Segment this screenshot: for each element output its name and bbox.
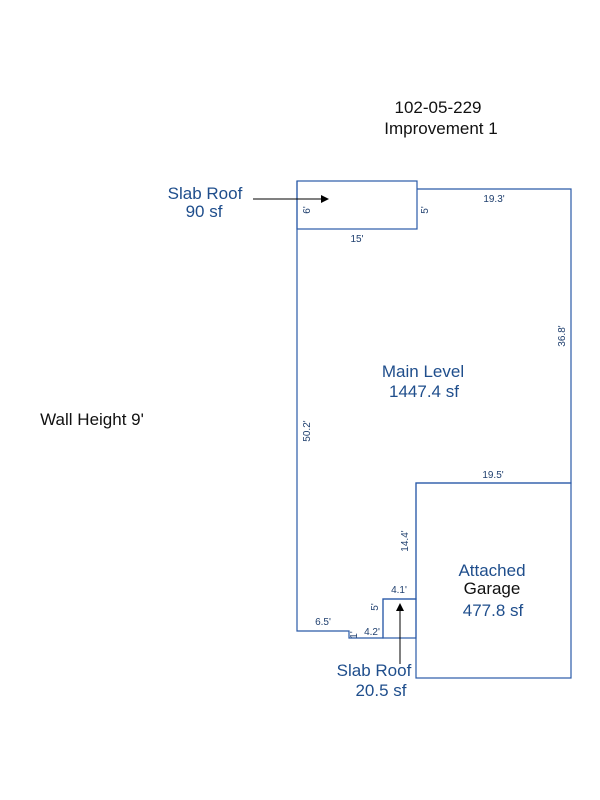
main-level-outline bbox=[296, 181, 572, 639]
wall-height-label: Wall Height 9' bbox=[40, 410, 144, 429]
dim-left-height: 50.2' bbox=[302, 420, 313, 441]
dim-slab-bottom-width: 4.1' bbox=[391, 585, 407, 596]
main-level-name: Main Level bbox=[382, 362, 464, 381]
main-level-area: 1447.4 sf bbox=[389, 382, 459, 401]
dim-bottom-left-width: 6.5' bbox=[315, 617, 331, 628]
dim-top-right-width: 19.3' bbox=[483, 194, 504, 205]
slab-roof-bottom-name: Slab Roof bbox=[337, 661, 412, 680]
dim-step-height: 1' bbox=[349, 631, 360, 639]
dim-garage-left-height: 14.4' bbox=[400, 530, 411, 551]
slab-roof-top-outline bbox=[296, 180, 418, 230]
garage-area: 477.8 sf bbox=[463, 601, 524, 620]
garage-name-line1: Attached bbox=[458, 561, 525, 580]
dim-bottom-step-width: 4.2' bbox=[364, 627, 380, 638]
slab-roof-top-area: 90 sf bbox=[186, 202, 223, 221]
slab-roof-bottom-area: 20.5 sf bbox=[355, 681, 406, 700]
dim-slab-top-right: 5' bbox=[420, 206, 431, 214]
dim-slab-top-height: 6' bbox=[302, 206, 313, 214]
dim-right-height: 36.8' bbox=[557, 325, 568, 346]
slab-roof-top-name: Slab Roof bbox=[168, 184, 243, 203]
parcel-id: 102-05-229 bbox=[395, 98, 482, 117]
dim-garage-top-width: 19.5' bbox=[482, 470, 503, 481]
improvement-label: Improvement 1 bbox=[384, 119, 497, 138]
dim-slab-top-width: 15' bbox=[350, 234, 363, 245]
garage-outline bbox=[415, 482, 572, 679]
garage-name-line2: Garage bbox=[464, 579, 521, 598]
dim-slab-bottom-height: 5' bbox=[370, 603, 381, 611]
